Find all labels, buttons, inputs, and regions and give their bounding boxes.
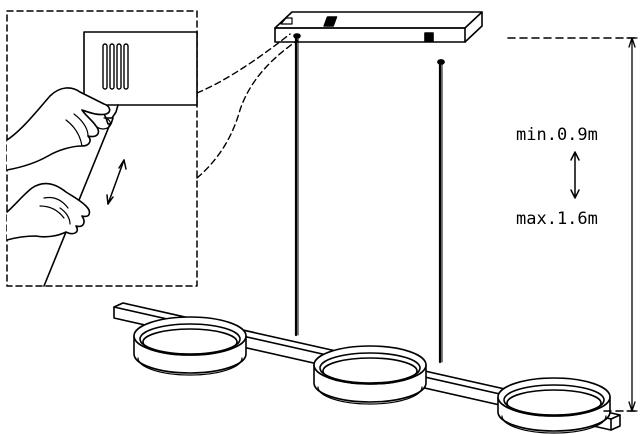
gripper-vent-slots <box>102 43 129 90</box>
suspension-cables <box>294 36 443 364</box>
max-height-label: max.1.6m <box>516 209 598 229</box>
adjustment-arrow <box>106 159 127 205</box>
light-ring-right <box>497 377 611 434</box>
cable-gripper-housing <box>83 31 198 106</box>
height-dimension <box>507 37 639 412</box>
light-ring-center <box>313 345 427 405</box>
ceiling-canopy <box>274 11 483 65</box>
adjustment-detail-inset <box>6 10 198 287</box>
min-max-arrow <box>570 151 580 199</box>
lower-hand <box>6 182 91 241</box>
light-ring-left <box>133 316 247 376</box>
upper-hand <box>6 87 111 171</box>
callout-lines <box>196 33 299 179</box>
min-height-label: min.0.9m <box>516 125 598 145</box>
